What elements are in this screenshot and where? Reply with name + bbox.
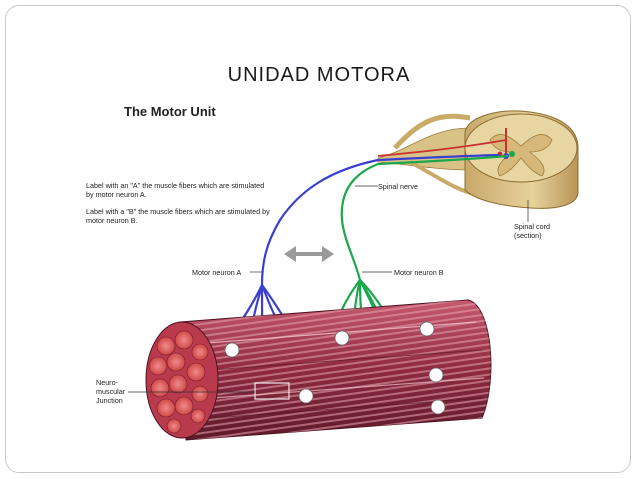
leader-lines (128, 185, 529, 393)
label-spinal-cord: Spinal cord (514, 222, 550, 231)
double-arrow (284, 246, 334, 262)
instruction-a: Label with an "A" the muscle fibers whic… (86, 181, 265, 199)
instruction-b: Label with a "B" the muscle fibers which… (86, 207, 270, 225)
label-motor-neuron-a: Motor neuron A (192, 268, 242, 277)
label-spinal-nerve: Spinal nerve (378, 182, 418, 191)
label-spinal-cord-section: (section) (514, 231, 542, 240)
label-nmj-1: Neuro- (96, 378, 118, 387)
label-blanks (224, 321, 446, 415)
label-nmj-2: muscular (96, 387, 126, 396)
slide-title: UNIDAD MOTORA (227, 64, 411, 86)
label-motor-neuron-b: Motor neuron B (394, 268, 444, 277)
figure-title: The Motor Unit (124, 104, 216, 119)
label-nmj-3: Junction (96, 396, 123, 405)
nmj-box (254, 382, 290, 400)
spinal-cord-section (464, 110, 579, 209)
